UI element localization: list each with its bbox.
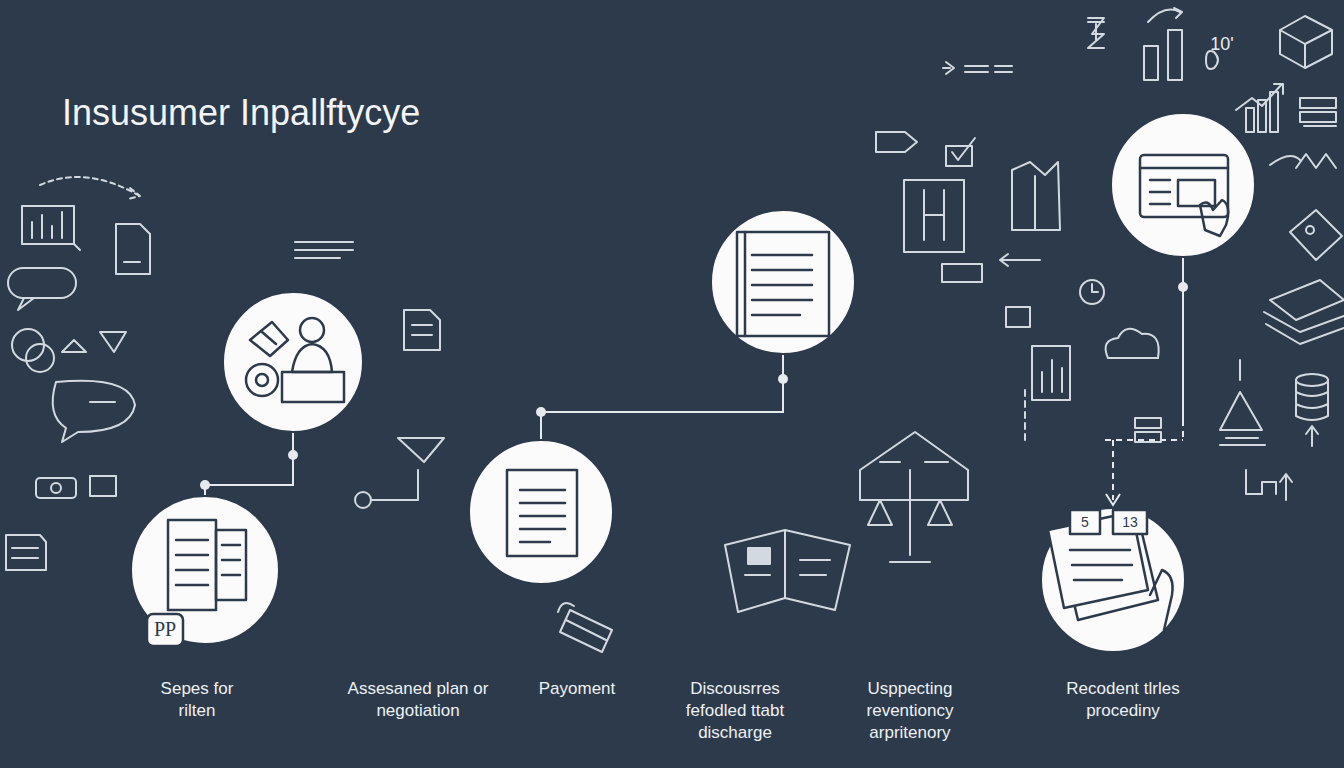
- step-label: Payoment: [522, 678, 632, 700]
- icon-text: PP: [148, 616, 182, 642]
- junction-dot: [200, 282, 1188, 490]
- background-doodle: [6, 8, 1344, 652]
- icon-number: 5: [1071, 513, 1099, 531]
- diagram-title: Insusumer Inpallftycye: [62, 92, 420, 134]
- step-label: Sepes for rilten: [147, 678, 247, 722]
- step-label: Discousrres fefodled ttabt discharge: [675, 678, 795, 744]
- step-label: Usppecting reventioncy arpritenory: [850, 678, 970, 744]
- step-label: Recodent tlrles procediny: [1053, 678, 1193, 722]
- circle-icon: [147, 155, 1228, 646]
- timeline-wire: [205, 257, 1183, 505]
- step-circle: [131, 113, 1255, 652]
- icon-number: 13: [1114, 513, 1146, 531]
- step-label: Assesaned plan or negotiation: [323, 678, 513, 722]
- icon-number: 10': [1204, 33, 1240, 56]
